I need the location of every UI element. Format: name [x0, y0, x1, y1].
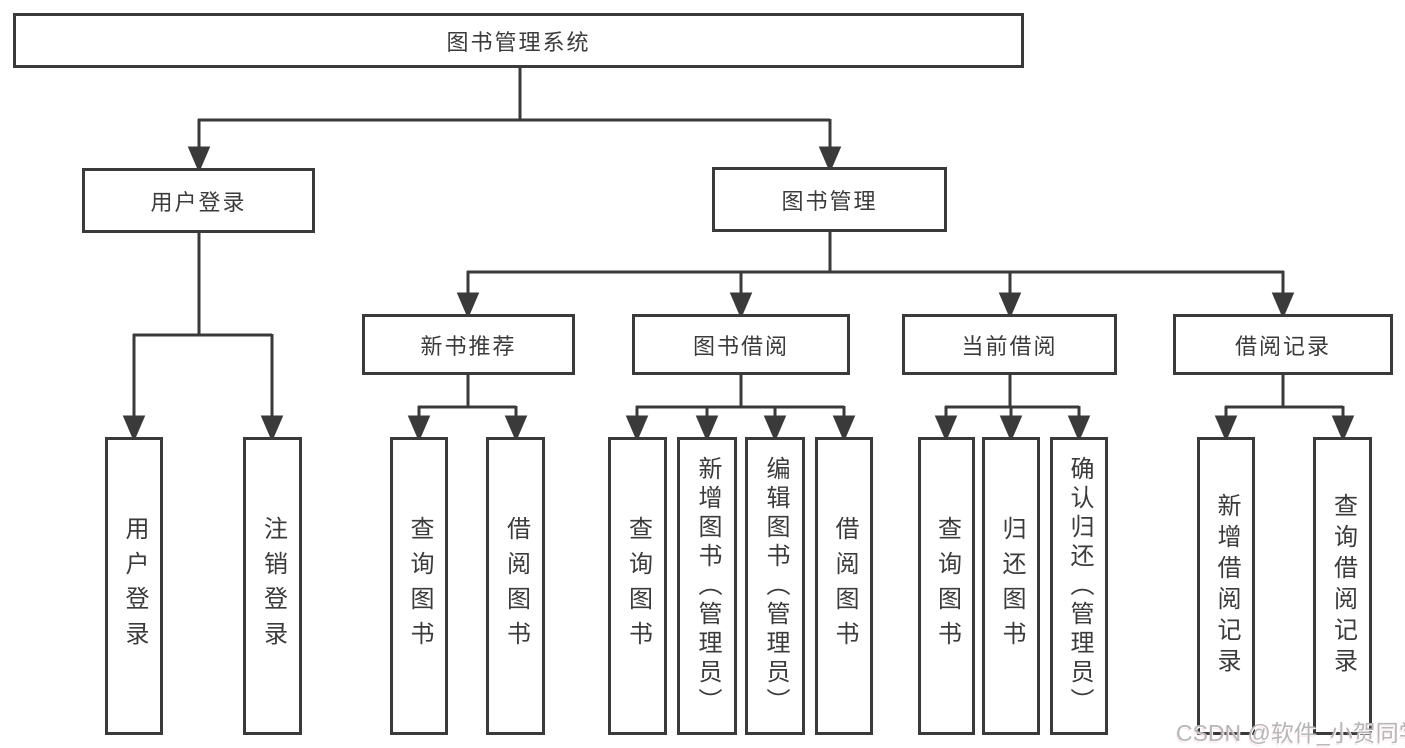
node-book-borrowing: 图书借阅 [632, 314, 850, 375]
node-book-management: 图书管理 [712, 167, 947, 232]
leaf-edit-books-admin: 编辑图书（管理员） [745, 437, 805, 735]
leaf-query-books-current: 查询图书 [918, 437, 975, 735]
node-user-login: 用户登录 [82, 168, 315, 233]
leaf-borrow-books-recommend-label: 借阅图书 [502, 516, 530, 656]
node-book-management-label: 图书管理 [781, 188, 878, 214]
node-root-label: 图书管理系统 [446, 29, 591, 55]
leaf-query-books-current-label: 查询图书 [933, 516, 961, 656]
leaf-edit-books-admin-label: 编辑图书（管理员） [762, 455, 789, 717]
leaf-confirm-return-admin-label: 确认归还（管理员） [1066, 455, 1093, 717]
leaf-add-borrow-record: 新增借阅记录 [1197, 437, 1255, 735]
leaf-query-books-borrowing: 查询图书 [608, 437, 667, 735]
leaf-return-books-label: 归还图书 [998, 516, 1025, 656]
node-current-borrowing-label: 当前借阅 [961, 333, 1058, 359]
node-current-borrowing: 当前借阅 [902, 314, 1117, 375]
leaf-borrow-books-recommend: 借阅图书 [486, 437, 545, 735]
node-borrowing-records-label: 借阅记录 [1234, 333, 1331, 359]
leaf-query-books-recommend: 查询图书 [390, 437, 448, 735]
leaf-borrow-books-label: 借阅图书 [831, 516, 858, 656]
leaf-query-books-borrowing-label: 查询图书 [624, 516, 652, 656]
node-book-borrowing-label: 图书借阅 [692, 333, 789, 359]
leaf-query-borrow-record-label: 查询借阅记录 [1329, 493, 1357, 679]
node-user-login-label: 用户登录 [150, 189, 247, 215]
csdn-watermark: CSDN @软件_小贺同学 [1176, 720, 1405, 746]
leaf-logout: 注销登录 [243, 437, 302, 735]
leaf-user-login: 用户登录 [105, 437, 163, 735]
node-new-book-recommendation-label: 新书推荐 [420, 333, 517, 359]
leaf-add-books-admin: 新增图书（管理员） [677, 437, 737, 735]
node-borrowing-records: 借阅记录 [1173, 314, 1393, 375]
leaf-logout-label: 注销登录 [259, 516, 287, 656]
leaf-return-books: 归还图书 [982, 437, 1040, 735]
leaf-borrow-books: 借阅图书 [815, 437, 873, 735]
leaf-confirm-return-admin: 确认归还（管理员） [1050, 437, 1108, 735]
leaf-add-borrow-record-label: 新增借阅记录 [1213, 493, 1240, 679]
leaf-add-books-admin-label: 新增图书（管理员） [694, 455, 721, 717]
leaf-query-books-recommend-label: 查询图书 [406, 516, 433, 656]
leaf-user-login-label: 用户登录 [121, 516, 148, 656]
leaf-query-borrow-record: 查询借阅记录 [1313, 437, 1372, 735]
node-root: 图书管理系统 [13, 13, 1024, 68]
node-new-book-recommendation: 新书推荐 [362, 314, 575, 375]
